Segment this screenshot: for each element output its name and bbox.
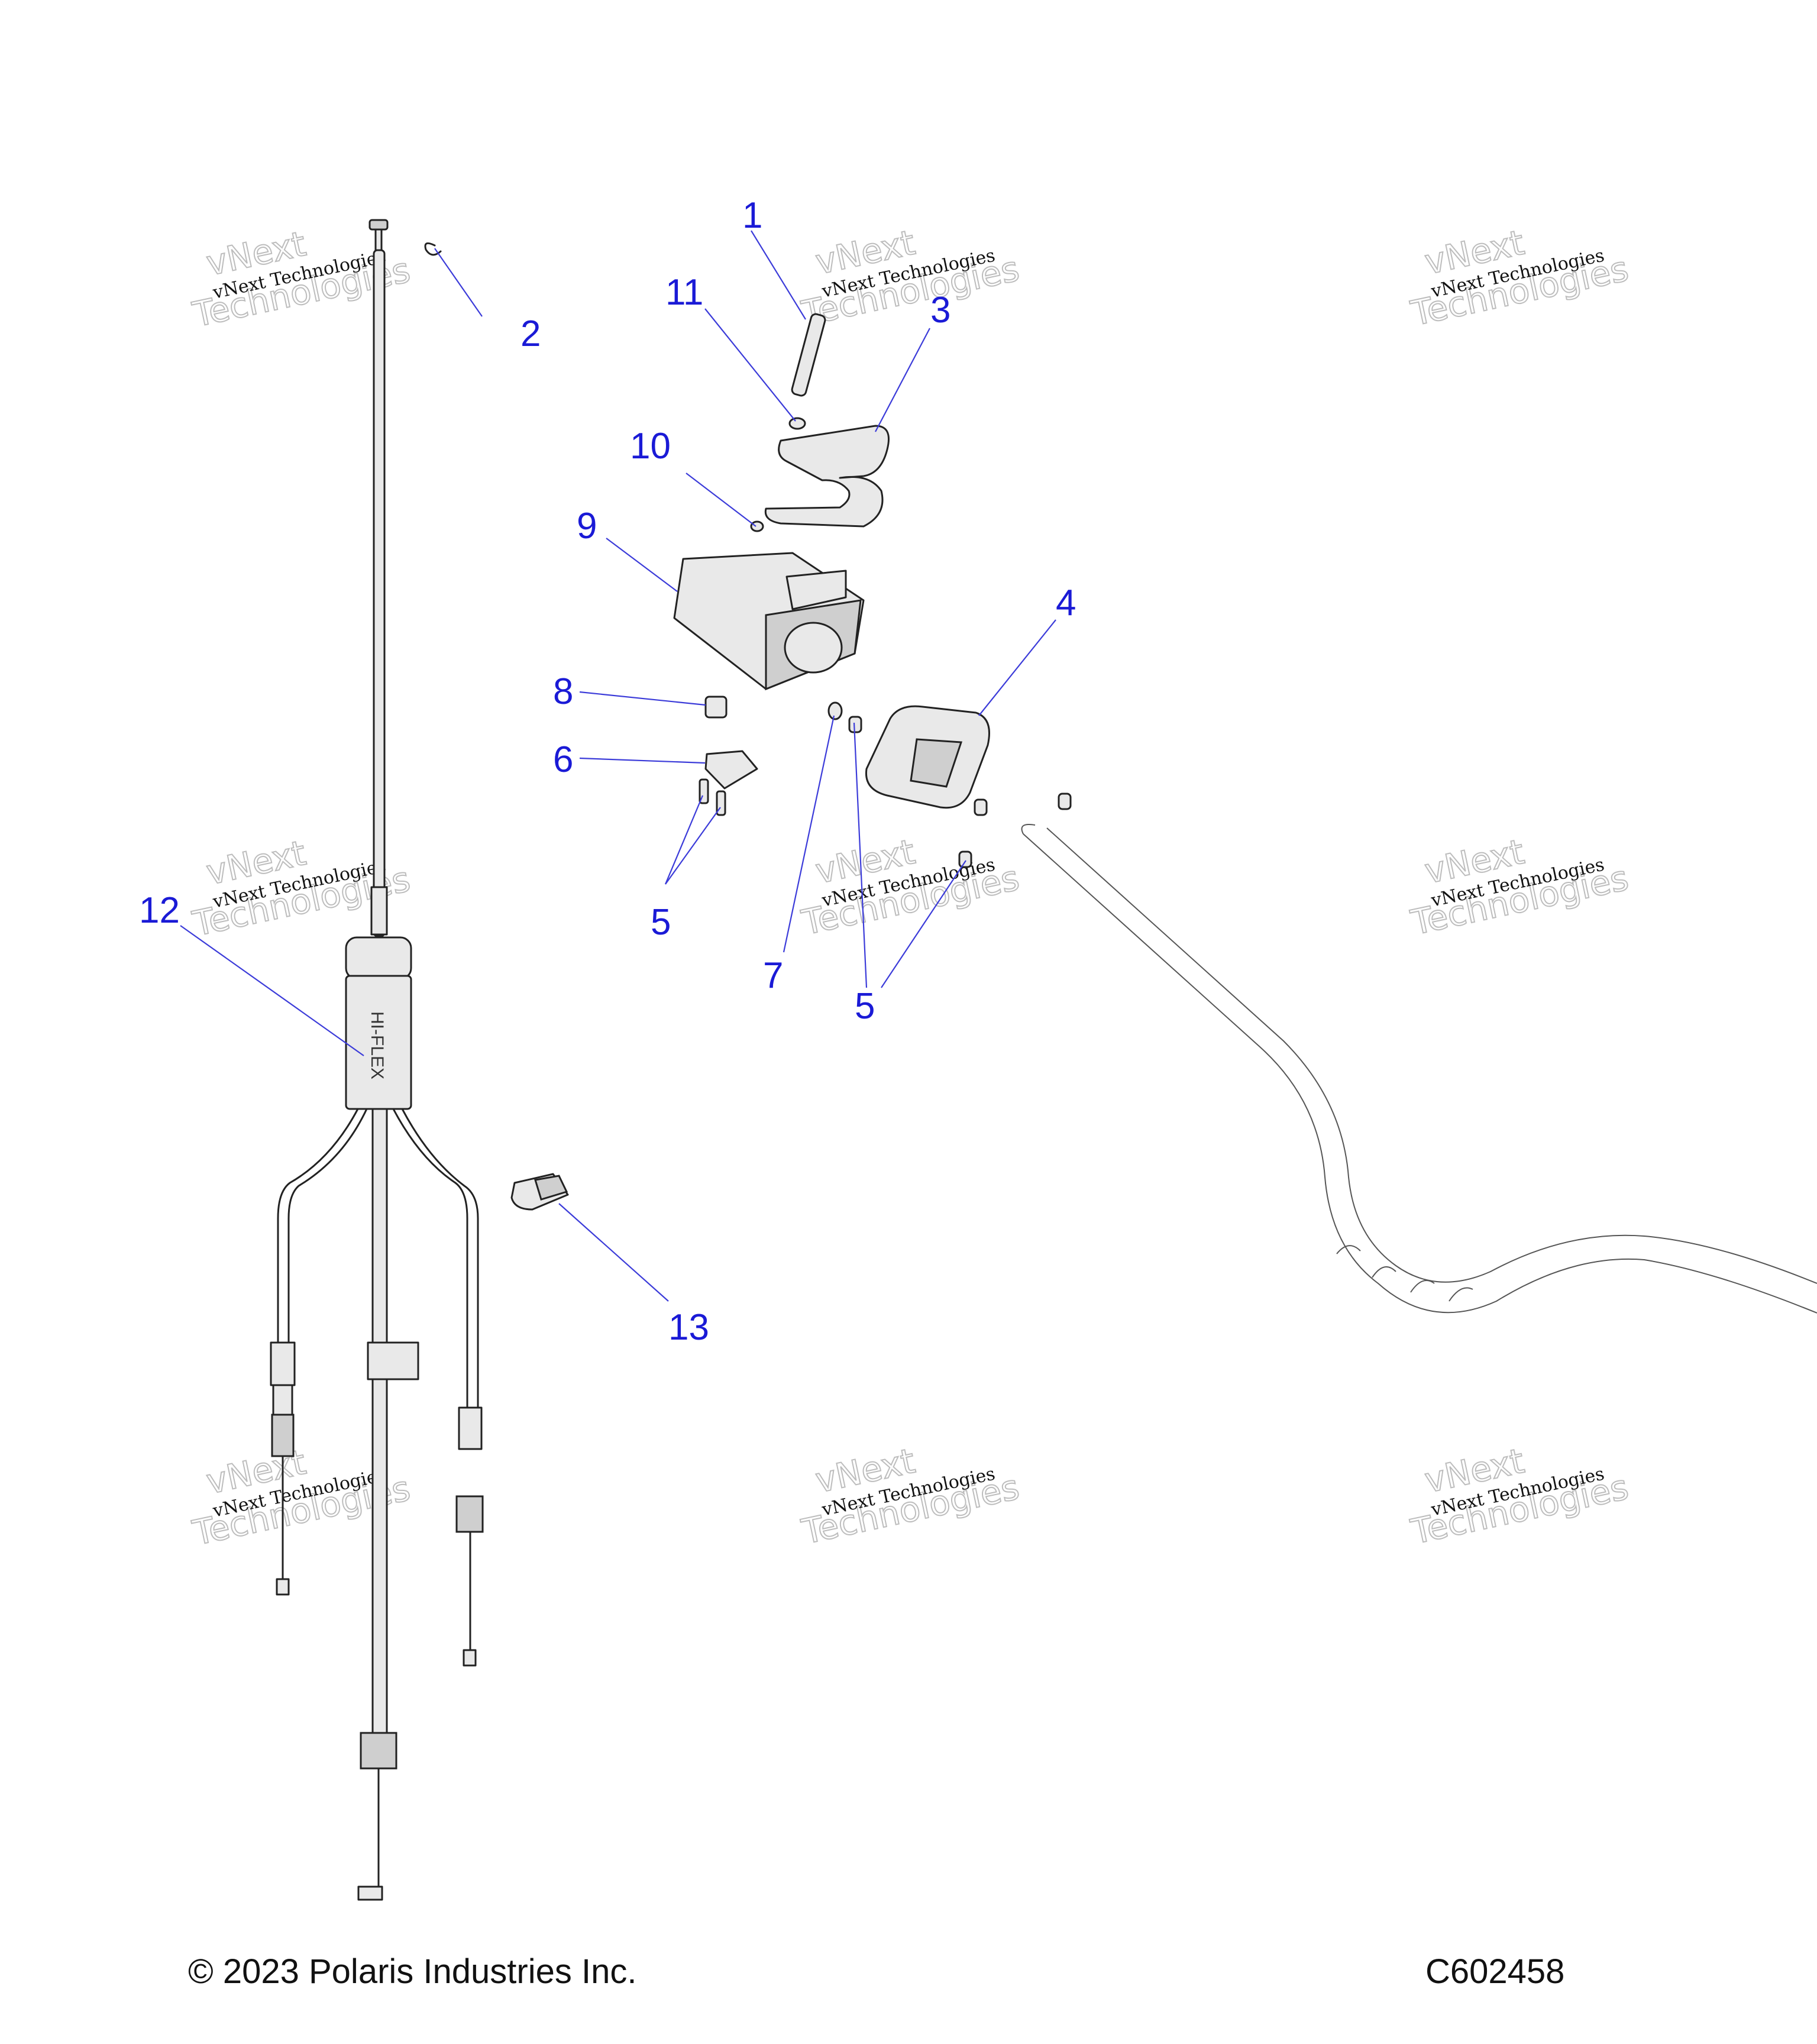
handlebar: [1021, 824, 1817, 1314]
callout-2: 2: [520, 313, 541, 354]
callout-12: 12: [139, 890, 180, 931]
watermark-mid-center: vNext Technologies vNext Technologies: [797, 831, 1023, 944]
callout-11: 11: [665, 272, 703, 313]
callout-10: 10: [630, 426, 671, 467]
watermark-bottom-right: vNext Technologies vNext Technologies: [1407, 1440, 1632, 1553]
throttle-cable-assembly: HI-FLEX: [270, 219, 484, 1901]
housing-part-9: [673, 552, 865, 691]
pin-part-1: [791, 313, 826, 397]
cable-label: HI-FLEX: [367, 1011, 387, 1079]
copyright-text: © 2023 Polaris Industries Inc.: [188, 1952, 637, 1991]
watermark-top-right: vNext Technologies vNext Technologies: [1407, 222, 1632, 335]
callout-8: 8: [553, 671, 573, 712]
diagram-code: C602458: [1425, 1952, 1565, 1991]
callout-6: 6: [553, 739, 573, 780]
screws-part-5-right: [848, 716, 1072, 868]
connector-part-13: [510, 1173, 569, 1211]
callout-5-left: 5: [651, 902, 671, 943]
leader-lines: [180, 230, 1056, 1302]
washer-part-11: [788, 417, 806, 430]
clip-part-10: [750, 520, 764, 532]
callout-5-right: 5: [855, 986, 875, 1027]
plate-part-6: [704, 750, 758, 790]
watermark-top-center: vNext Technologies vNext Technologies: [797, 222, 1023, 335]
washer-part-7: [827, 701, 843, 720]
clip-part-2: [424, 242, 442, 256]
callout-13: 13: [668, 1307, 709, 1348]
callout-9: 9: [577, 506, 597, 546]
bracket-part-3: [764, 425, 890, 528]
callout-4: 4: [1056, 583, 1076, 623]
callouts: 1 2 3 4 5 5 6 7 8 9 10 11 12 13: [139, 195, 1076, 1348]
callout-1: 1: [742, 195, 762, 236]
watermark-mid-right: vNext Technologies vNext Technologies: [1407, 831, 1632, 944]
callout-3: 3: [930, 290, 950, 331]
callout-7: 7: [763, 955, 783, 996]
bushing-part-8: [704, 696, 728, 719]
watermark-bottom-center: vNext Technologies vNext Technologies: [797, 1440, 1023, 1553]
